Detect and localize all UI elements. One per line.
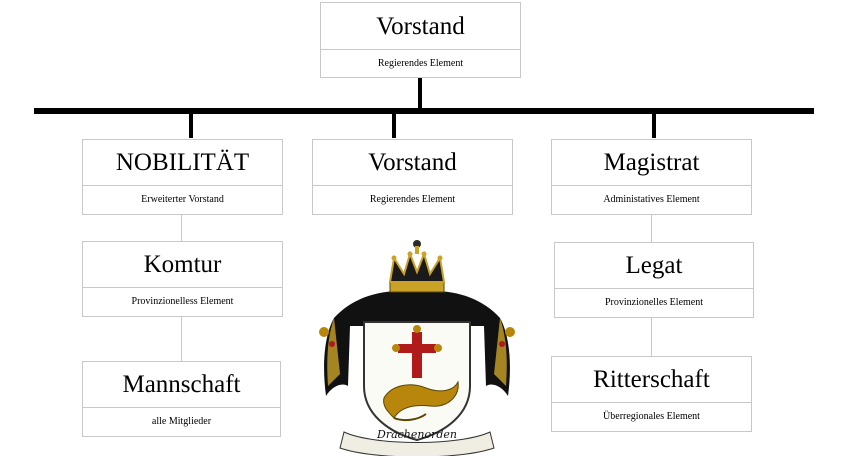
node-subtitle: Regierendes Element — [312, 185, 513, 215]
connector-right — [652, 112, 656, 138]
node-title: Magistrat — [551, 139, 752, 186]
node-subtitle: Überregionales Element — [551, 402, 752, 432]
connector-top — [418, 78, 422, 110]
node-ritterschaft: Ritterschaft Überregionales Element — [551, 356, 752, 432]
node-subtitle: Administatives Element — [551, 185, 752, 215]
node-subtitle: Erweiterter Vorstand — [82, 185, 283, 215]
node-title: Ritterschaft — [551, 356, 752, 403]
connector-center — [392, 112, 396, 138]
node-mannschaft: Mannschaft alle Mitglieder — [82, 361, 281, 437]
crest-motto: Drachenorden — [377, 428, 457, 441]
connector-left — [189, 112, 193, 138]
node-title: NOBILITÄT — [82, 139, 283, 186]
coat-of-arms-icon: Drachenorden — [314, 236, 520, 458]
node-legat: Legat Provinzionelles Element — [554, 242, 754, 318]
node-center-vorstand: Vorstand Regierendes Element — [312, 139, 513, 215]
node-nobilitaet: NOBILITÄT Erweiterter Vorstand — [82, 139, 283, 215]
connector-right-1 — [651, 215, 652, 242]
node-title: Komtur — [82, 241, 283, 288]
node-title: Mannschaft — [82, 361, 281, 408]
horizontal-bar — [34, 108, 814, 114]
connector-right-2 — [651, 318, 652, 356]
node-subtitle: Provinzionelles Element — [554, 288, 754, 318]
node-magistrat: Magistrat Administatives Element — [551, 139, 752, 215]
node-komtur: Komtur Provinzionelless Element — [82, 241, 283, 317]
node-title: Vorstand — [312, 139, 513, 186]
node-title: Vorstand — [320, 2, 521, 50]
node-title: Legat — [554, 242, 754, 289]
connector-left-1 — [181, 215, 182, 241]
connector-left-2 — [181, 317, 182, 361]
node-subtitle: Provinzionelless Element — [82, 287, 283, 317]
node-subtitle: alle Mitglieder — [82, 407, 281, 437]
node-subtitle: Regierendes Element — [320, 49, 521, 78]
node-top-vorstand: Vorstand Regierendes Element — [320, 2, 521, 78]
